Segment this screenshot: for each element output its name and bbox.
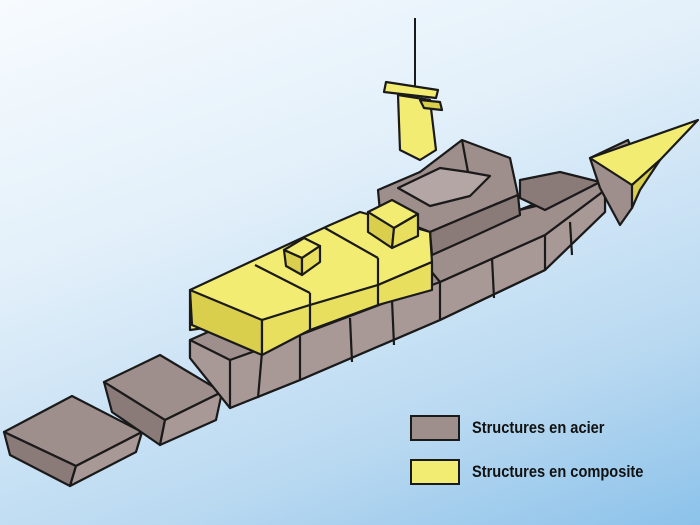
- legend: Structures en acier Structures en compos…: [410, 412, 690, 500]
- composite-superstructure: [188, 198, 434, 357]
- legend-item-composite: Structures en composite: [410, 456, 690, 488]
- legend-swatch-steel: [410, 415, 460, 441]
- legend-label-steel: Structures en acier: [472, 418, 605, 437]
- legend-label-composite: Structures en composite: [472, 462, 644, 481]
- bow-module: [588, 118, 700, 227]
- legend-item-steel: Structures en acier: [410, 412, 690, 444]
- legend-swatch-composite: [410, 459, 460, 485]
- mast: [382, 18, 444, 162]
- steel-superstructure: [376, 138, 522, 257]
